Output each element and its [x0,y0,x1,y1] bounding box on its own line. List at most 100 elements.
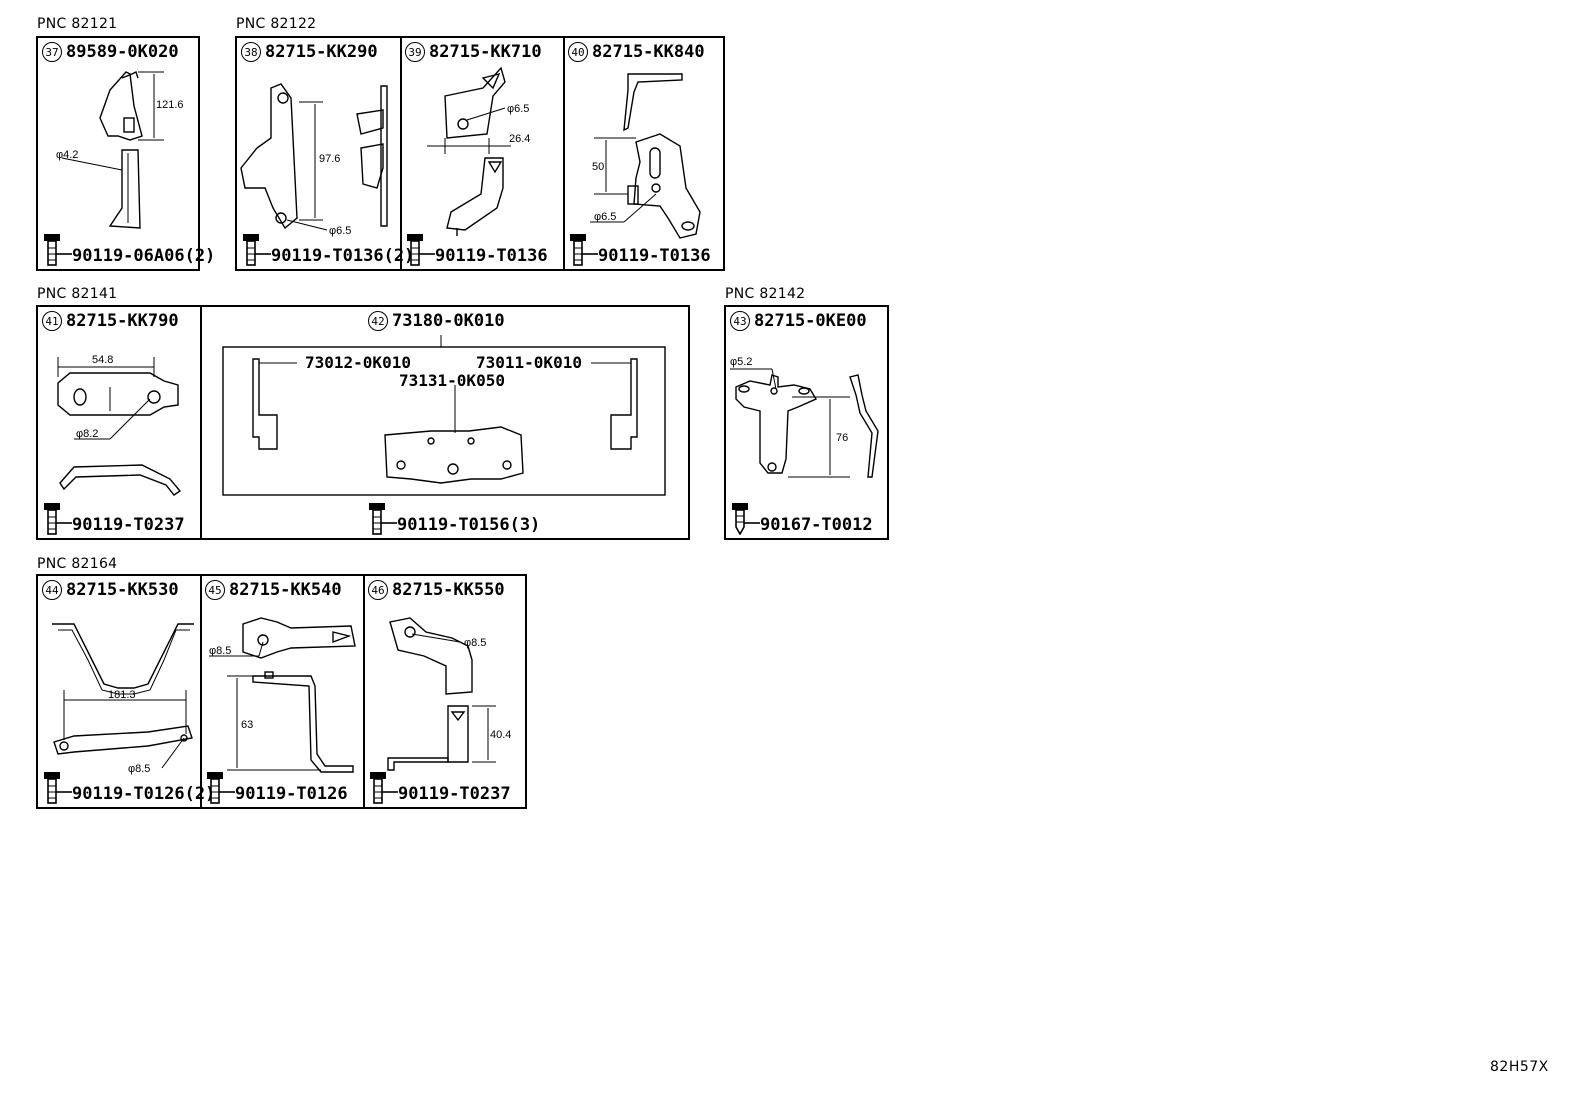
bolt-icon [570,234,598,266]
cell-divider [400,38,402,269]
cell-divider [363,576,365,807]
part-cell-40[interactable]: 40 82715-KK840 50 φ6.5 [564,38,723,269]
bolt-part-number: 90119-T0156(3) [397,515,541,535]
part-title-46: 46 82715-KK550 [368,580,505,600]
pnc-label-82141: PNC 82141 [37,286,118,302]
part-cell-37[interactable]: 37 89589-0K020 121.6 φ4.2 [38,38,215,269]
bolt-icon [407,234,435,266]
bolt-part-number: 90119-T0136(2) [271,246,415,266]
callout-number: 46 [368,580,388,600]
dim-label: φ4.2 [56,149,78,161]
callout-number: 42 [368,311,388,331]
part-cell-38[interactable]: 38 82715-KK290 97.6 φ6.5 [237,38,414,269]
callout-number: 45 [205,580,225,600]
bolt-callout-41: 90119-T0237 [42,501,185,535]
callout-number: 39 [405,42,425,62]
dim-label: 50 [592,161,604,173]
callout-number: 41 [42,311,62,331]
part-title-43: 43 82715-0KE00 [730,311,867,331]
part-title-38: 38 82715-KK290 [241,42,378,62]
pnc-label-82164: PNC 82164 [37,556,118,572]
dim-label: 181.3 [108,689,136,701]
bolt-icon [370,772,398,804]
bolt-part-number: 90119-06A06(2) [72,246,216,266]
part-number: 82715-KK290 [265,42,378,62]
bolt-icon [44,234,72,266]
dim-label: 121.6 [156,99,184,111]
bolt-part-number: 90119-T0237 [72,515,185,535]
part-cell-43[interactable]: 43 82715-0KE00 φ5.2 76 [726,307,887,538]
part-cell-39[interactable]: 39 82715-KK710 φ6.5 26.4 [401,38,563,269]
bracket-drawing-37: 121.6 φ4.2 [56,71,184,229]
part-number: 82715-KK550 [392,580,505,600]
dim-label: φ8.5 [464,637,486,649]
screw-icon [732,503,760,535]
dim-label: 97.6 [319,153,340,165]
part-title-41: 41 82715-KK790 [42,311,179,331]
bolt-part-number: 90119-T0237 [398,784,511,804]
part-number: 82715-KK540 [229,580,342,600]
part-number: 82715-KK790 [66,311,179,331]
callout-number: 43 [730,311,750,331]
bolt-icon [369,503,397,535]
part-number: 82715-0KE00 [754,311,867,331]
callout-number: 38 [241,42,261,62]
bolt-callout-39: 90119-T0136 [405,232,548,266]
part-title-42: 42 73180-0K010 [368,311,505,331]
cell-divider [200,307,202,538]
pnc-label-82122: PNC 82122 [236,16,317,32]
part-cell-42[interactable]: 42 73180-0K010 73012-0K010 73011-0K010 7… [201,307,688,538]
pnc-label-82142: PNC 82142 [725,286,806,302]
bolt-callout-46: 90119-T0237 [368,770,511,804]
bracket-drawing-39: φ6.5 26.4 [427,66,530,236]
bolt-callout-44: 90119-T0126(2) [42,770,215,804]
cell-divider [563,38,565,269]
dim-label: 40.4 [490,729,511,741]
part-title-45: 45 82715-KK540 [205,580,342,600]
callout-number: 37 [42,42,62,62]
bracket-drawing-46: φ8.5 40.4 [387,617,511,771]
part-number: 73180-0K010 [392,311,505,331]
part-cell-44[interactable]: 44 82715-KK530 181.3 φ8.5 [38,576,215,807]
dim-label: φ5.2 [730,356,752,368]
dim-label: 76 [836,432,848,444]
dim-label: φ6.5 [594,211,616,223]
parts-group-82121: 37 89589-0K020 121.6 φ4.2 [36,36,215,271]
bolt-part-number: 90167-T0012 [760,515,873,535]
dim-label: φ8.5 [209,645,231,657]
part-title-39: 39 82715-KK710 [405,42,542,62]
bracket-drawing-44: 181.3 φ8.5 [52,623,194,775]
parts-group-82164: 44 82715-KK530 181.3 φ8.5 [36,574,527,809]
bolt-callout-38: 90119-T0136(2) [241,232,414,266]
bracket-drawing-38: 97.6 φ6.5 [240,83,388,237]
bracket-set-drawing-42 [222,335,666,496]
diagram-code: 82H57X [1490,1059,1549,1075]
dim-label: φ6.5 [507,103,529,115]
bracket-drawing-40: 50 φ6.5 [590,73,701,239]
callout-number: 44 [42,580,62,600]
part-title-44: 44 82715-KK530 [42,580,179,600]
dim-label: 54.8 [92,354,113,366]
bracket-drawing-45: φ8.5 63 [209,617,356,773]
subpart-label-73011: 73011-0K010 [476,353,582,372]
dim-label: 63 [241,719,253,731]
cell-divider [200,576,202,807]
parts-group-82141: 41 82715-KK790 54.8 φ8.2 [36,305,690,540]
bolt-callout-42: 90119-T0156(3) [367,501,540,535]
part-cell-45[interactable]: 45 82715-KK540 φ8.5 63 [201,576,363,807]
part-cell-41[interactable]: 41 82715-KK790 54.8 φ8.2 [38,307,200,538]
callout-number: 40 [568,42,588,62]
dim-label: φ8.5 [128,763,150,775]
part-title-37: 37 89589-0K020 [42,42,179,62]
bolt-part-number: 90119-T0126(2) [72,784,216,804]
bolt-part-number: 90119-T0136 [598,246,711,266]
part-number: 89589-0K020 [66,42,179,62]
pnc-label-82121: PNC 82121 [37,16,118,32]
part-cell-46[interactable]: 46 82715-KK550 φ8.5 40.4 [364,576,525,807]
subpart-label-73012: 73012-0K010 [305,353,411,372]
bolt-icon [207,772,235,804]
bolt-icon [44,772,72,804]
bolt-callout-45: 90119-T0126 [205,770,348,804]
subpart-label-73131: 73131-0K050 [399,371,505,390]
bolt-icon [243,234,271,266]
